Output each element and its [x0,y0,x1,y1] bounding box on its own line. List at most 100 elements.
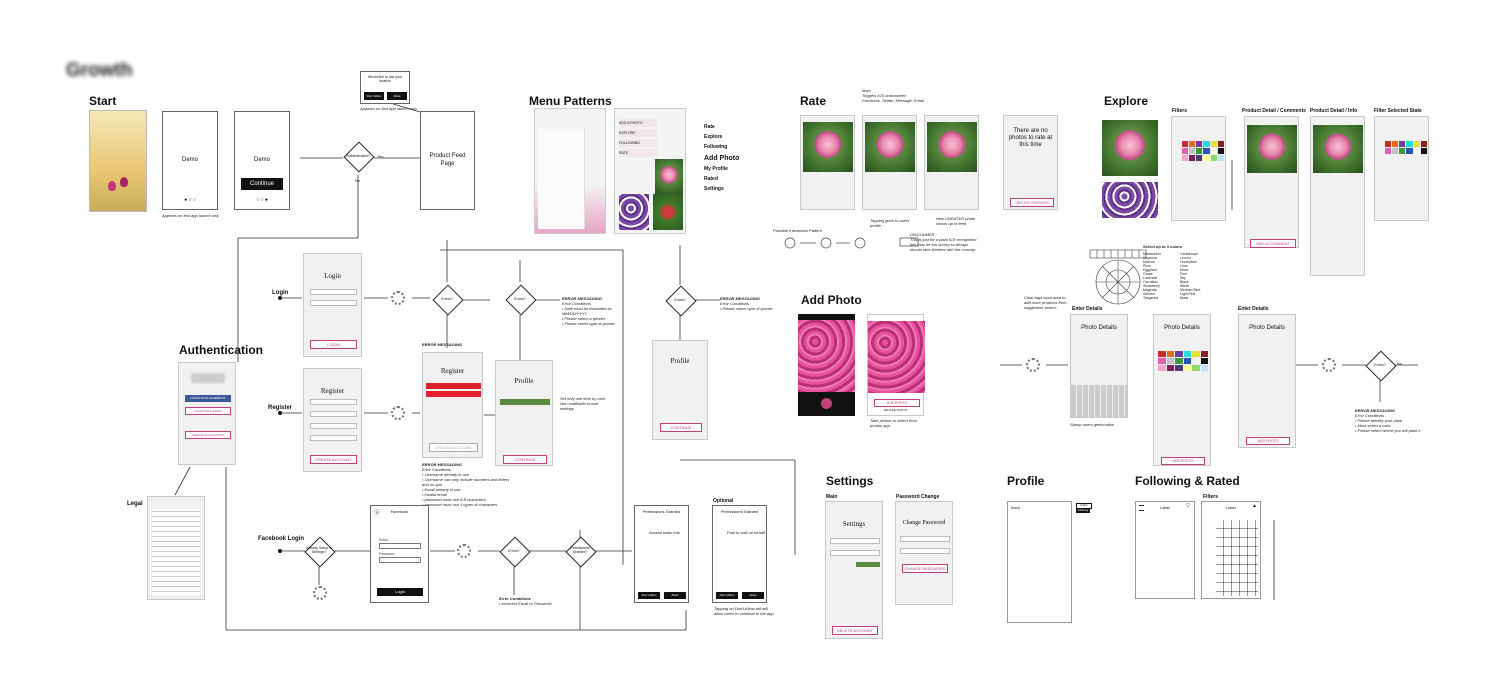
menu-panel [538,129,585,229]
register-title: Register [440,367,465,375]
add-comment-button[interactable]: ADD A COMMENT [1250,239,1296,248]
new-password-field[interactable] [900,548,950,554]
demo-label: Demo [181,157,198,163]
email-field[interactable] [310,399,357,405]
errors-label: Errors? [508,549,520,553]
color-swatches[interactable] [1158,351,1208,371]
menu-item-following[interactable]: FOLLOWING [619,139,657,147]
photo-details-title: Photo Details [1249,325,1285,331]
errors-label: Errors? [441,297,453,301]
create-an-account-button[interactable]: CREATE AN ACCOUNT [185,431,231,439]
login-title: Login [324,272,341,280]
delete-account-button[interactable]: DELETE ACCOUNT [832,626,878,635]
authenticated-label: Authenticated? [346,154,370,158]
fb-password-field[interactable] [379,557,421,563]
register-row-label: Register [268,405,293,411]
login-button[interactable]: LOGIN [310,340,357,349]
allow-button[interactable]: Allow [664,592,686,599]
explore-photo [1102,120,1158,176]
menu-my-profile[interactable]: My Profile [704,166,728,172]
pager-dots: ○ ○ ● [256,197,268,203]
detail-comments-screen: ADD A COMMENT [1244,116,1299,248]
allow-button[interactable]: Allow [387,92,407,100]
menu-rated[interactable]: Rated [704,176,718,182]
filters-screen [1171,116,1226,221]
see-ratings-button[interactable]: SEE MY RATINGS [1010,198,1054,207]
new-photo-note: New UNRATED photo shows up in feed [936,216,976,226]
password-field[interactable] [310,300,357,306]
filters-title: Filters [1172,108,1188,114]
username-field[interactable] [310,289,357,295]
errors-label: Errors? [514,297,526,301]
menu-item-rate[interactable]: RATE [619,149,657,157]
username-field[interactable] [310,411,357,417]
rate-photo [865,122,915,172]
password-field[interactable] [310,423,357,429]
use-photo-button[interactable]: USE PHOTO [874,399,920,407]
fb-login-button[interactable]: Login [377,588,423,596]
location-permission-dialog: Would like to use your location Don't Al… [360,71,410,104]
color-swatches[interactable] [1182,141,1224,161]
menu-item-add-photo[interactable]: ADD A PHOTO [619,119,657,127]
create-account-button[interactable]: CREATE ACCOUNT [310,455,357,464]
change-password-button[interactable]: CHANGE PASSWORD [902,564,948,573]
facebook-login-button[interactable]: LOGIN WITH FACEBOOK [185,395,231,402]
save-toggle[interactable] [856,562,880,567]
create-account-button[interactable]: CREATE ACCOUNT [429,443,478,452]
collapse-icon[interactable]: ▲ [1252,503,1257,509]
rate-screen-2 [862,115,917,210]
tap-note: Tapping goes to users profile [870,218,910,228]
filter-selected-screen [1374,116,1429,221]
close-icon[interactable]: ⓧ [374,511,381,517]
login-error-messaging: ERROR MESSAGING [422,342,463,347]
section-title-settings: Settings [826,474,874,488]
first-launch-note: Appears on first app launch only [162,213,220,218]
shutter-button[interactable] [821,398,832,409]
menu-rate[interactable]: Rate [704,124,715,130]
photo-preview [868,321,925,393]
fb-email-field[interactable] [379,543,421,549]
add-photo-button[interactable]: ADD PHOTO [1161,457,1205,465]
menu-settings[interactable]: Settings [704,186,724,192]
continue-button[interactable]: CONTINUE [660,423,702,432]
label-header: Label [1226,505,1236,510]
settings-field[interactable] [830,550,880,556]
email-label: Email [379,538,388,542]
keyboard[interactable] [1071,385,1127,417]
menu-icon[interactable] [1139,505,1144,511]
photo-details-title: Photo Details [1164,325,1200,331]
continue-button[interactable]: CONTINUE [503,455,547,464]
current-password-field[interactable] [900,536,950,542]
loading-spinner [391,406,405,420]
back-link[interactable]: Back [1011,505,1020,510]
dont-allow-button[interactable]: Don't Allow [638,592,660,599]
confirm-password-field[interactable] [310,435,357,441]
following-badge[interactable]: Follow [1076,503,1092,509]
dont-allow-button[interactable]: Don't Allow [716,592,738,599]
continue-button[interactable]: Continue [241,178,283,190]
settings-field[interactable] [830,538,880,544]
menu-add-photo[interactable]: Add Photo [704,155,740,162]
detail-comments-title: Product Detail / Comments [1242,108,1306,114]
email-login-button[interactable]: LOGIN WITH EMAIL [185,407,231,415]
allow-button[interactable]: Allow [742,592,764,599]
dont-allow-button[interactable]: Don't Allow [364,92,384,100]
menu-item-explore[interactable]: EXPLORE [619,129,657,137]
camera-screen [798,314,855,416]
feed-label: Product Feed Page [429,153,466,167]
filter-icon[interactable]: ▽ [1186,503,1190,509]
filter-grid[interactable] [1216,520,1258,596]
loading-spinner [457,544,471,558]
add-photo-button[interactable]: ADD PHOTO [1246,437,1290,445]
profile-screen: Back [1007,501,1072,623]
error-highlight [426,383,481,389]
register-title: Register [320,387,345,395]
color-swatches[interactable] [1385,141,1427,154]
menu-explore[interactable]: Explore [704,134,723,140]
menu-following[interactable]: Following [704,144,728,150]
retake-link[interactable]: RETAKE PHOTO [884,408,908,412]
fb-error-conditions: Error Conditions• Incorrect Email or Pas… [499,596,552,606]
following-badge[interactable]: Following [1076,509,1090,513]
gender-toggle[interactable] [500,399,550,405]
add-photo-error-messaging: ERROR MESSAGING Error Conditions • Pleas… [1355,408,1421,433]
